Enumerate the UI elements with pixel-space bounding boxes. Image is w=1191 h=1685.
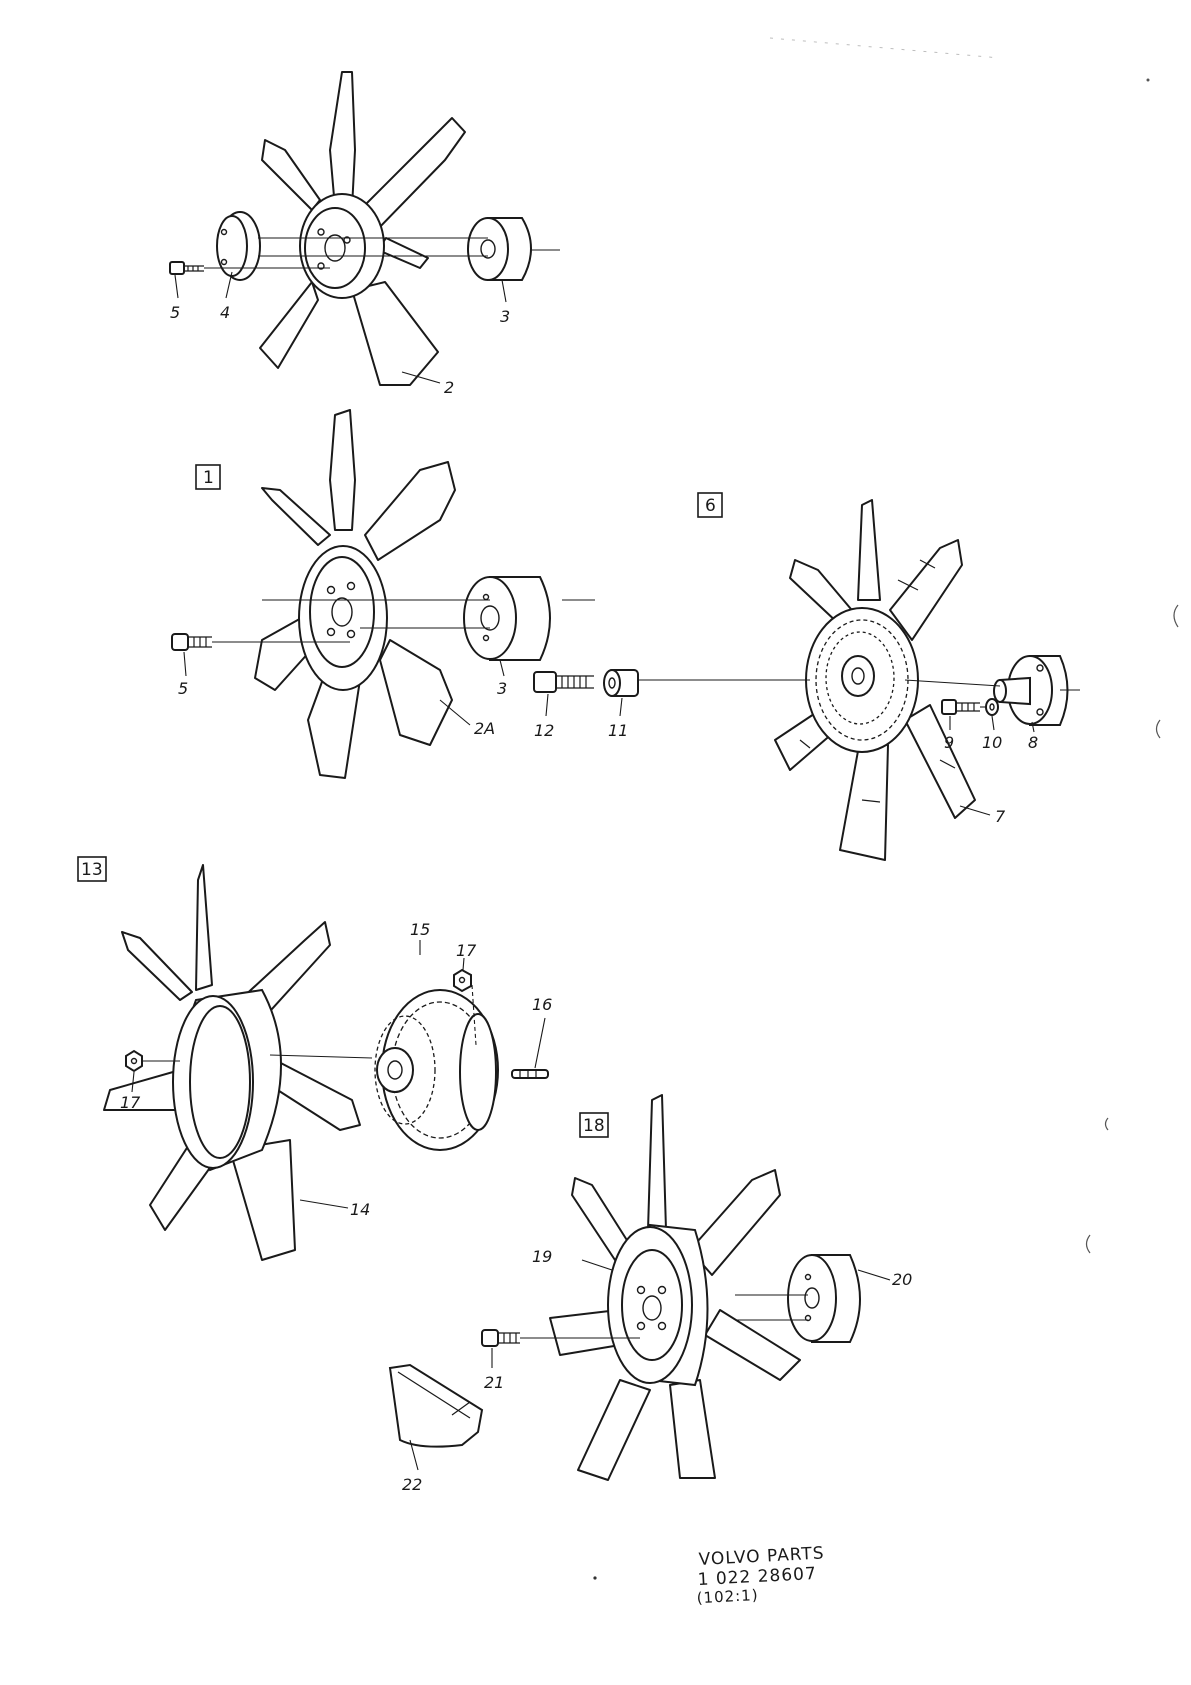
bolt-small xyxy=(941,699,980,715)
callout-label: 21 xyxy=(484,1373,504,1392)
callout-leaders xyxy=(174,271,507,384)
fan-assembly-e: 18 xyxy=(388,1094,912,1494)
viscous-coupling xyxy=(374,989,499,1151)
nut-left xyxy=(125,1049,143,1073)
assembly-axis-lines xyxy=(638,679,1080,708)
callout-label: 11 xyxy=(608,721,628,740)
hub-spacer xyxy=(463,576,551,661)
callout-leaders xyxy=(131,940,546,1209)
callout-label: 4 xyxy=(220,303,230,322)
fan-hub-disc xyxy=(298,545,388,691)
callout-label: 2 xyxy=(444,378,454,397)
fan-hub-disc xyxy=(607,1223,709,1387)
bolt xyxy=(481,1329,520,1347)
callout-label: 5 xyxy=(178,679,188,698)
pulley-flange xyxy=(993,655,1069,726)
fan-assembly-c: 6 xyxy=(533,492,1080,861)
callout-label: 15 xyxy=(410,920,430,939)
footer-line-3: (102:1) xyxy=(696,1586,759,1607)
callout-label: 22 xyxy=(402,1475,422,1494)
assembly-axis-lines xyxy=(212,599,595,643)
callout-label: 5 xyxy=(170,303,180,322)
group-box xyxy=(77,856,107,882)
parts-footer: VOLVO PARTS 1 022 28607 (102:1) xyxy=(696,1543,825,1607)
fan-assembly-b: 1 xyxy=(171,409,595,779)
callout-label: 16 xyxy=(532,995,552,1014)
hub-spacer xyxy=(467,217,532,281)
blade-cover-plate xyxy=(388,1363,484,1448)
viscous-coupling xyxy=(805,607,919,753)
fan-hub-disc xyxy=(299,193,385,299)
callout-label: 14 xyxy=(350,1200,370,1219)
callout-label: 19 xyxy=(532,1247,552,1266)
callout-label: 3 xyxy=(497,679,507,698)
group-box xyxy=(195,464,221,490)
washer xyxy=(985,698,999,716)
group-number: 6 xyxy=(705,496,716,516)
washer-plate xyxy=(216,211,261,281)
assembly-axis-lines xyxy=(142,984,477,1062)
callout-label: 9 xyxy=(944,733,954,752)
callout-label: 10 xyxy=(982,733,1002,752)
callout-label: 2A xyxy=(474,719,495,738)
fan-assembly-d: 13 xyxy=(77,856,552,1261)
fan-shroud-ring xyxy=(172,988,282,1172)
assembly-axis-lines xyxy=(204,237,560,269)
callout-leaders xyxy=(409,1259,891,1471)
bolt xyxy=(171,633,212,651)
group-number: 18 xyxy=(583,1116,605,1136)
callout-label: 17 xyxy=(120,1093,141,1112)
callout-leaders xyxy=(183,651,505,726)
fan-assembly-a: 5 4 3 2 xyxy=(169,71,560,397)
group-number: 1 xyxy=(203,468,214,488)
callout-label: 7 xyxy=(995,807,1006,826)
stud xyxy=(511,1069,549,1079)
callout-label: 20 xyxy=(892,1270,912,1289)
scan-artifacts xyxy=(593,37,1179,1580)
callout-label: 3 xyxy=(500,307,510,326)
nut-right xyxy=(453,968,472,993)
callout-label: 17 xyxy=(456,941,477,960)
group-box xyxy=(697,492,723,518)
bolt-large xyxy=(533,671,594,693)
group-number: 13 xyxy=(81,860,103,880)
hub-spacer xyxy=(787,1254,861,1343)
callout-label: 12 xyxy=(534,721,554,740)
callout-label: 8 xyxy=(1028,733,1038,752)
spacer-bush xyxy=(603,669,639,697)
group-box xyxy=(579,1112,609,1138)
fan-blades xyxy=(549,1094,801,1481)
assembly-axis-lines xyxy=(520,1294,808,1339)
bolt xyxy=(169,261,204,275)
callout-leaders xyxy=(545,693,1035,816)
